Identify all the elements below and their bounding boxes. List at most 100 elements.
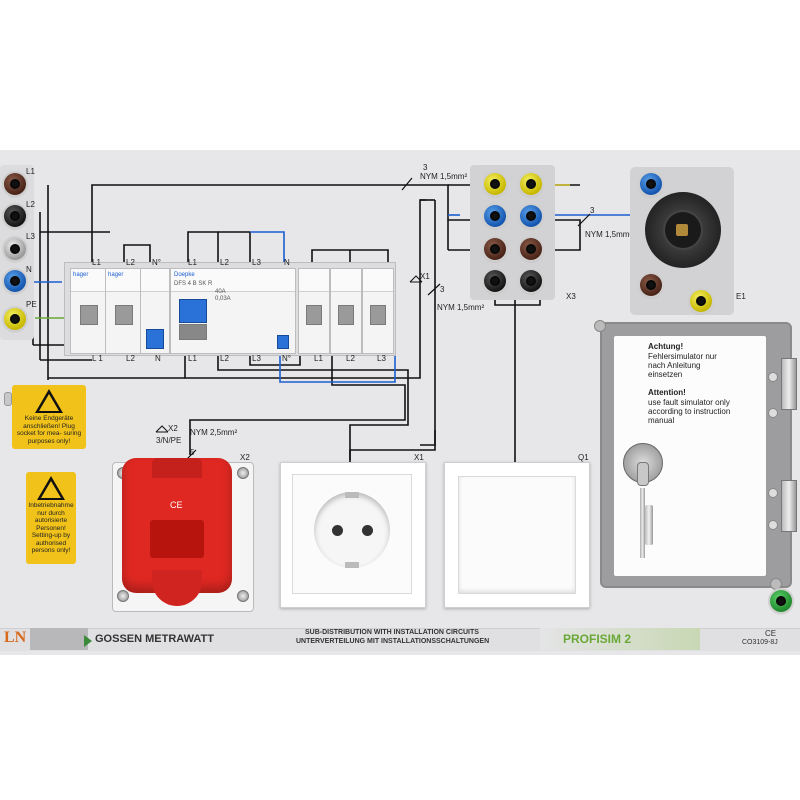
footer-product: PROFISIM 2: [563, 632, 632, 646]
x3-socket-l-1[interactable]: [484, 238, 506, 260]
rcd-trip: 0,03A: [215, 296, 231, 302]
warning-sign-measuring: Keine Endgeräte anschließen! Plug socket…: [12, 385, 86, 449]
x1-branch-cable: NYM 1,5mm²: [437, 303, 485, 312]
mcb-right-l3[interactable]: [362, 268, 394, 354]
terminal-top-l2b: L2: [220, 258, 229, 267]
x2-branch-label: X2: [168, 424, 178, 433]
door-stud-icon: [770, 578, 782, 590]
brand-hager-1: hager: [73, 272, 89, 278]
terminal-top-nb: N: [284, 258, 290, 267]
label-l3: L3: [26, 232, 35, 241]
socket-n[interactable]: [4, 270, 26, 292]
terminal-top-n: N°: [152, 258, 161, 267]
footer-code: CO3109-8J: [742, 639, 778, 646]
terminal-top-l1b: L1: [188, 258, 197, 267]
cee-lid-hinge: [152, 458, 202, 478]
outlet-pin-hole: [332, 525, 343, 536]
terminal-bot-n: N: [155, 354, 161, 363]
x3-socket-pe-2[interactable]: [520, 173, 542, 195]
ln-logo: LN: [4, 629, 27, 646]
x3-socket-l-3[interactable]: [484, 270, 506, 292]
x3-socket-pe-1[interactable]: [484, 173, 506, 195]
cable-count-top: 3: [423, 163, 428, 172]
brand-doepke: Doepke: [174, 272, 195, 278]
cee-lid-window: [150, 520, 204, 558]
x3-socket-l-2[interactable]: [520, 238, 542, 260]
sim-text-de: Fehlersimulator nur nach Anleitung einse…: [648, 352, 717, 379]
door-pin-icon: [768, 488, 778, 498]
footer-ce: CE: [765, 629, 777, 638]
screw-icon: [237, 467, 249, 479]
lamp-socket-pe[interactable]: [690, 290, 712, 312]
door-pin-icon: [768, 520, 778, 530]
mcb-l2[interactable]: [105, 268, 141, 354]
sim-text-en: use fault simulator only according to in…: [648, 398, 731, 425]
footer-product-band: [540, 628, 700, 650]
terminal-bot-l1m: L1: [188, 354, 197, 363]
sim-title-de: Achtung!: [648, 342, 684, 351]
socket-pe[interactable]: [4, 308, 26, 330]
lamp-contact-icon: [676, 224, 688, 236]
warning-triangle-icon: [37, 476, 65, 500]
footer-title-de: UNTERVERTEILUNG MIT INSTALLATIONSSCHALTU…: [296, 638, 490, 645]
socket-pe-green[interactable]: [770, 590, 792, 612]
x1-branch-count: 3: [440, 285, 445, 294]
door-pin-icon: [768, 408, 778, 418]
mcb-right-l1[interactable]: [298, 268, 330, 354]
rcd-model: DFS 4 B SK R: [174, 281, 213, 287]
x1-branch-label: X1: [420, 272, 430, 281]
brand-hager-2: hager: [108, 272, 124, 278]
terminal-bot-l1: L 1: [92, 354, 103, 363]
lamp-socket-n[interactable]: [640, 173, 662, 195]
socket-l1[interactable]: [4, 173, 26, 195]
schuko-outlet-x1[interactable]: [314, 492, 390, 568]
terminal-top-l1: L1: [92, 258, 101, 267]
footer-title-en: SUB-DISTRIBUTION WITH INSTALLATION CIRCU…: [305, 629, 479, 636]
sim-title-en: Attention!: [648, 388, 686, 397]
mcb-right-l2[interactable]: [330, 268, 362, 354]
terminal-bot-l3r: L3: [377, 354, 386, 363]
label-n: N: [26, 265, 32, 274]
terminal-bot-l2r: L2: [346, 354, 355, 363]
cee-device-label: X2: [240, 453, 250, 462]
x3-socket-group: [470, 165, 555, 300]
outlet-earth-clip: [345, 562, 359, 568]
mcb-n[interactable]: [140, 268, 170, 354]
x3-socket-l-4[interactable]: [520, 270, 542, 292]
x2-branch-sub: 3/N/PE: [156, 436, 182, 445]
terminal-bot-l3m: L3: [252, 354, 261, 363]
key-icon: [645, 505, 653, 545]
lamp-socket-l[interactable]: [640, 274, 662, 296]
door-stud-icon: [594, 320, 606, 332]
terminal-top-l2: L2: [126, 258, 135, 267]
key-icon: [640, 488, 645, 558]
x3-count: 3: [590, 206, 595, 215]
gossen-logo-icon: [84, 635, 92, 647]
wire-n-blue: [250, 231, 285, 262]
door-hinge-icon: [781, 480, 797, 532]
screw-icon: [237, 590, 249, 602]
rcd-switch[interactable]: [170, 268, 296, 354]
terminal-top-l3b: L3: [252, 258, 261, 267]
warning-sign-authorised: Inbetriebnahme nur durch autorisierte Pe…: [26, 472, 76, 564]
terminal-bot-nm: N°: [282, 354, 291, 363]
door-pin-icon: [768, 372, 778, 382]
outlet-device-label: X1: [414, 453, 424, 462]
socket-l2[interactable]: [4, 205, 26, 227]
footer-brand: GOSSEN METRAWATT: [95, 633, 214, 645]
mcb-l1[interactable]: [70, 268, 106, 354]
x3-socket-n-1[interactable]: [484, 205, 506, 227]
socket-l3[interactable]: [4, 238, 26, 260]
outlet-pin-hole: [362, 525, 373, 536]
panel-knob-icon: [4, 392, 12, 406]
outlet-earth-clip: [345, 492, 359, 498]
x3-socket-n-2[interactable]: [520, 205, 542, 227]
lamp-label: E1: [736, 292, 746, 301]
warning-text-measuring: Keine Endgeräte anschließen! Plug socket…: [16, 415, 82, 445]
terminal-bot-l2m: L2: [220, 354, 229, 363]
warning-text-authorised: Inbetriebnahme nur durch autorisierte Pe…: [28, 502, 74, 554]
label-l2: L2: [26, 200, 35, 209]
light-switch-q1[interactable]: [458, 476, 576, 594]
terminal-bot-l1r: L1: [314, 354, 323, 363]
x2-branch-cable: NYM 2,5mm²: [190, 428, 238, 437]
